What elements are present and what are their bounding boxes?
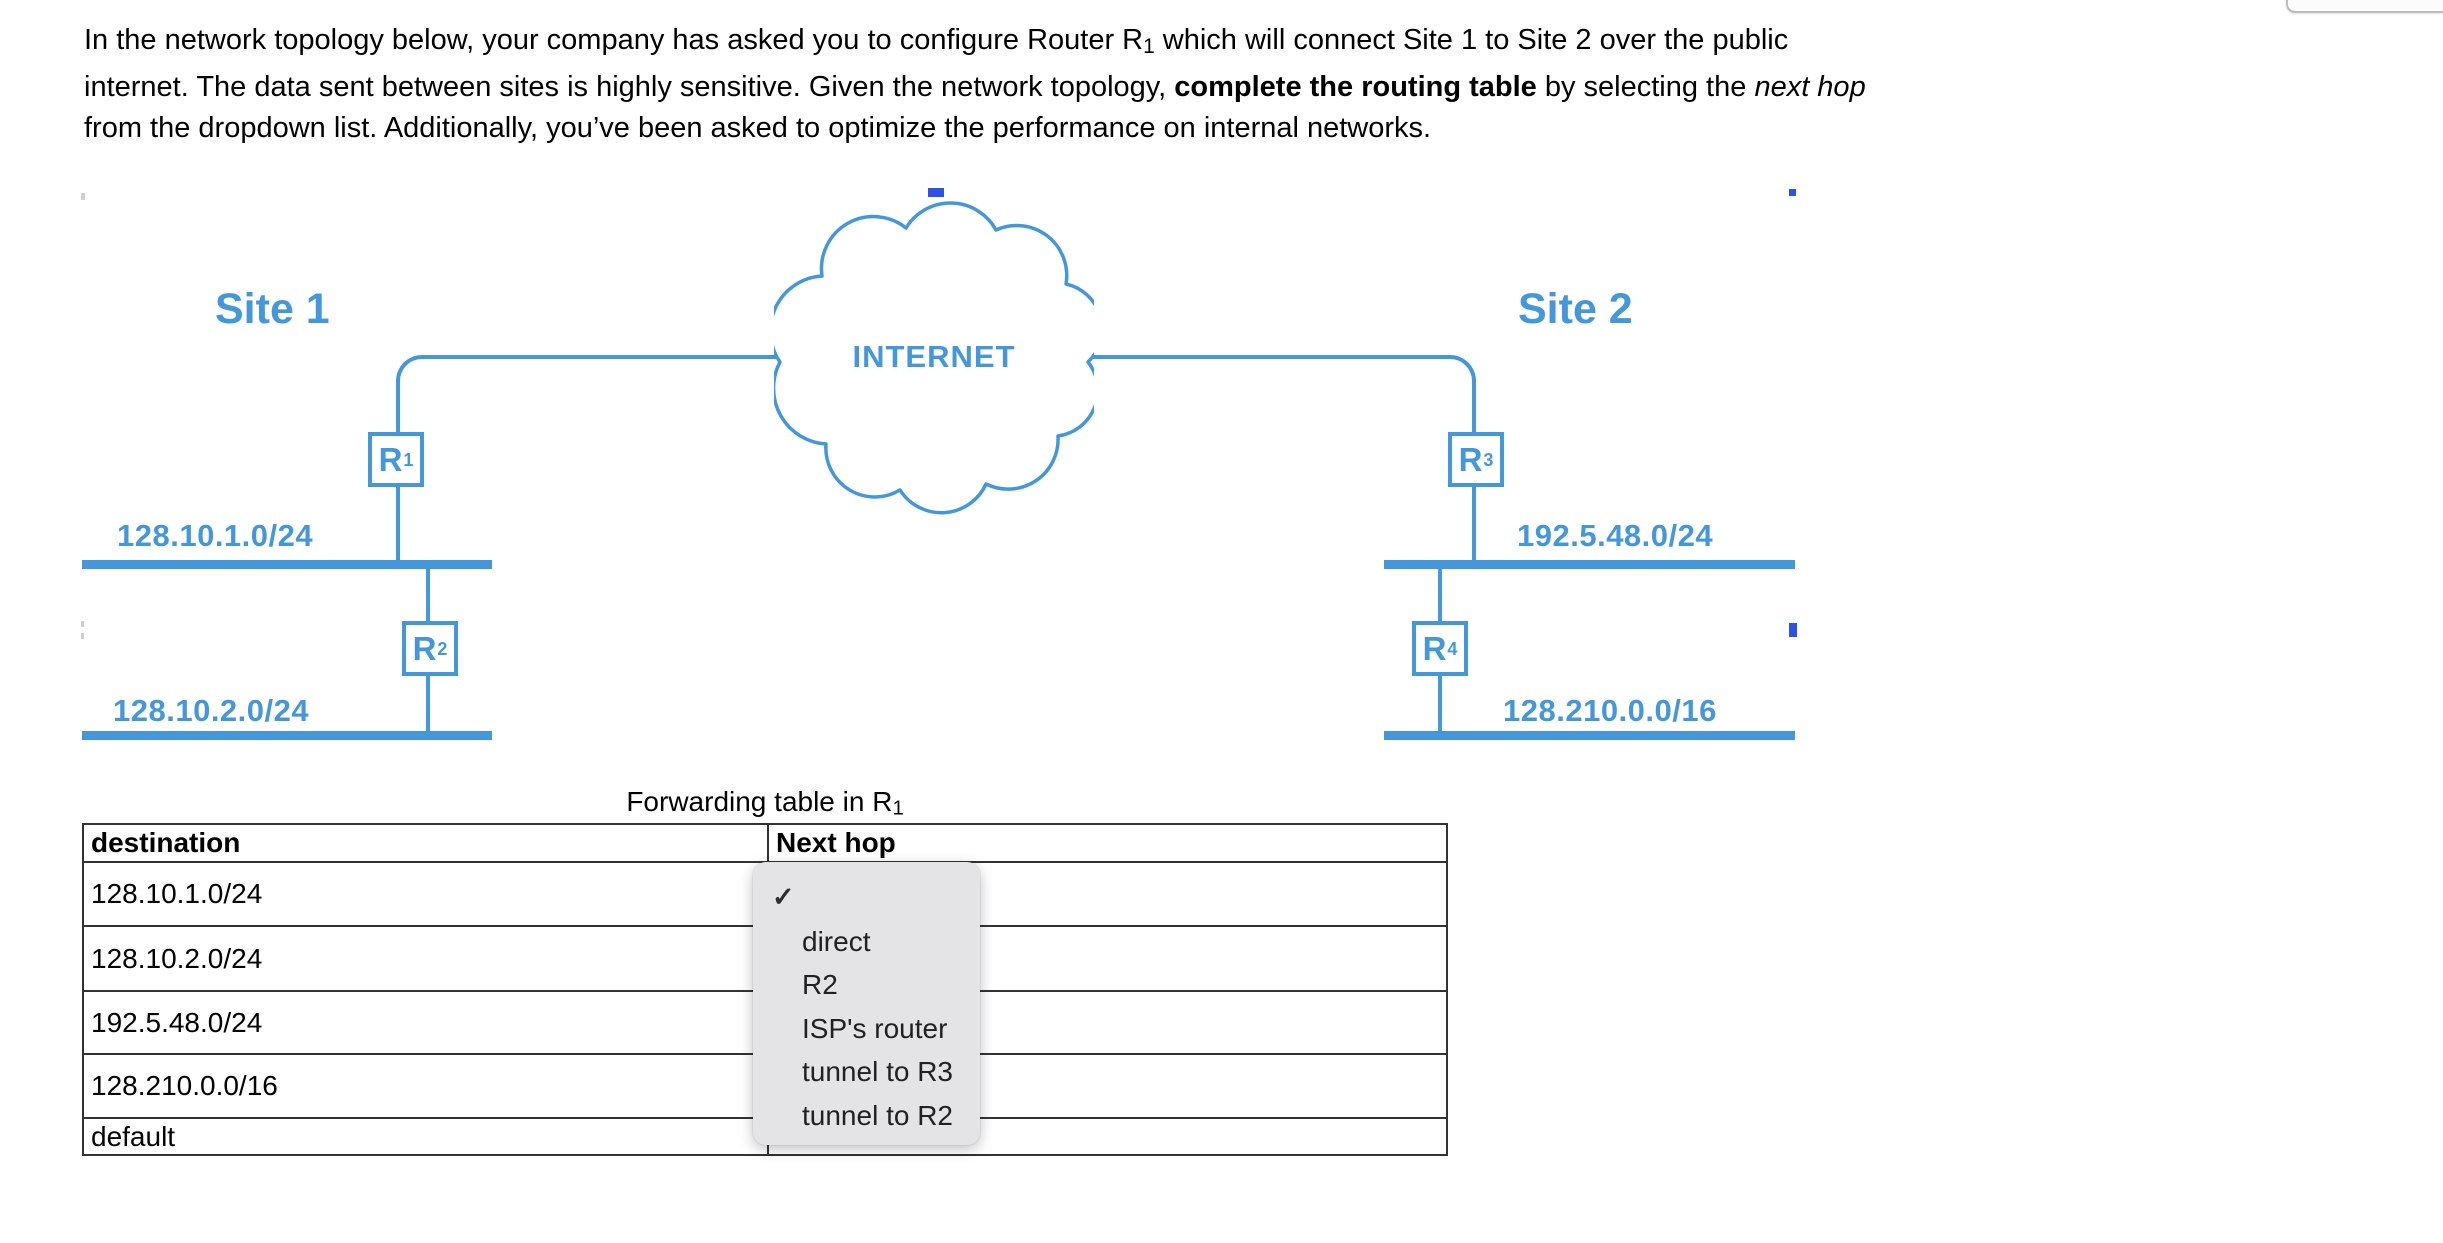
link-r3-net1 (1472, 487, 1476, 563)
selection-handle-mid-right (1789, 623, 1797, 637)
link-r1-internet (396, 355, 786, 435)
dropdown-option[interactable]: R2 (802, 969, 838, 1000)
net-label-192-5-48: 192.5.48.0/24 (1517, 518, 1714, 553)
dropdown-option[interactable]: direct (802, 925, 871, 957)
net-label-128-10-2: 128.10.2.0/24 (113, 693, 310, 728)
site1-label: Site 1 (215, 285, 330, 333)
question-line-3: from the dropdown list. Additionally, yo… (84, 111, 1432, 144)
header-destination: destination (82, 823, 769, 863)
link-r4-net2 (1438, 675, 1442, 733)
network-segment-128-10-1 (82, 560, 492, 569)
question-line-1: In the network topology below, your comp… (84, 24, 1789, 58)
network-segment-128-210 (1384, 731, 1795, 740)
selection-handle-top-right (1789, 189, 1796, 196)
link-r1-net1 (396, 487, 400, 563)
stray-mark (81, 633, 84, 639)
link-net1-r4 (1438, 569, 1442, 623)
net-label-128-210: 128.210.0.0/16 (1503, 693, 1717, 728)
cutoff-toolbar-button[interactable] (2286, 0, 2443, 13)
table-title: Forwarding table in R1 (626, 786, 904, 820)
stray-mark (81, 621, 84, 627)
table-row: 192.5.48.0/24 (82, 990, 1448, 1055)
question-line-2: internet. The data sent between sites is… (84, 70, 1866, 103)
nexthop-dropdown-menu: ✓ direct R2 ISP's router tunnel to R3 tu… (753, 862, 980, 1145)
dropdown-options-list: ✓ direct R2 ISP's router tunnel to R3 tu… (753, 876, 980, 1137)
cell-destination: 128.10.1.0/24 (82, 861, 769, 927)
stray-mark (81, 193, 85, 200)
site2-label: Site 2 (1518, 285, 1633, 333)
dropdown-option[interactable]: tunnel to R2 (802, 1099, 953, 1131)
table-row: default (82, 1117, 1448, 1156)
checkmark-icon: ✓ (772, 882, 795, 912)
dropdown-option[interactable]: ISP's router (802, 1012, 948, 1044)
network-segment-192-5-48 (1384, 560, 1795, 569)
cell-destination: 128.10.2.0/24 (82, 925, 769, 992)
network-segment-128-10-2 (82, 731, 492, 740)
net-label-128-10-1: 128.10.1.0/24 (117, 518, 314, 553)
header-next-hop: Next hop (767, 823, 1448, 863)
question-text: In the network topology below, your comp… (84, 20, 2114, 149)
cell-destination: 128.210.0.0/16 (82, 1053, 769, 1119)
internet-cloud (774, 201, 1094, 515)
cell-destination: default (82, 1117, 769, 1156)
dropdown-option-selected-blank[interactable]: ✓ (753, 876, 980, 920)
internet-label: INTERNET (852, 339, 1016, 374)
link-net1-r2 (426, 569, 430, 623)
dropdown-option[interactable]: tunnel to R3 (802, 1056, 953, 1087)
table-header-row: destination Next hop (82, 823, 1448, 863)
selection-handle-cloud-top (928, 188, 944, 197)
link-r3-internet (1090, 355, 1476, 435)
cell-destination: 192.5.48.0/24 (82, 990, 769, 1055)
link-r2-net2 (426, 675, 430, 733)
